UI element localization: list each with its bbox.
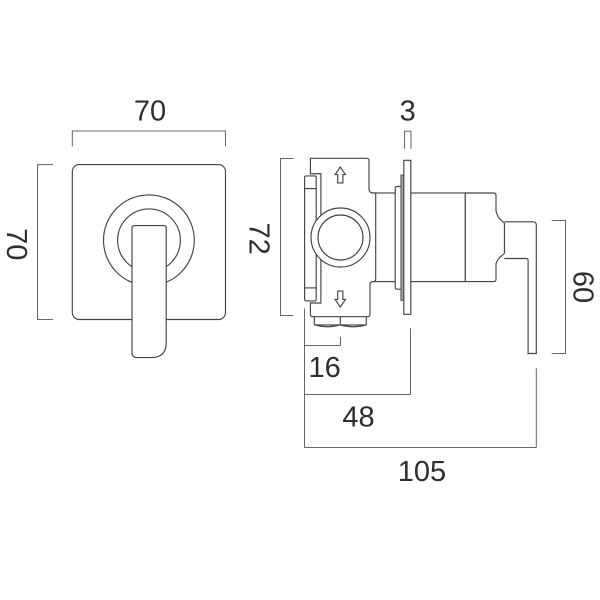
svg-text:16: 16	[308, 352, 340, 384]
svg-text:105: 105	[398, 456, 446, 488]
svg-text:72: 72	[243, 222, 275, 254]
svg-text:3: 3	[400, 95, 416, 127]
svg-text:48: 48	[342, 402, 374, 434]
svg-text:60: 60	[567, 271, 599, 303]
svg-text:70: 70	[134, 95, 166, 127]
svg-text:70: 70	[0, 228, 32, 260]
